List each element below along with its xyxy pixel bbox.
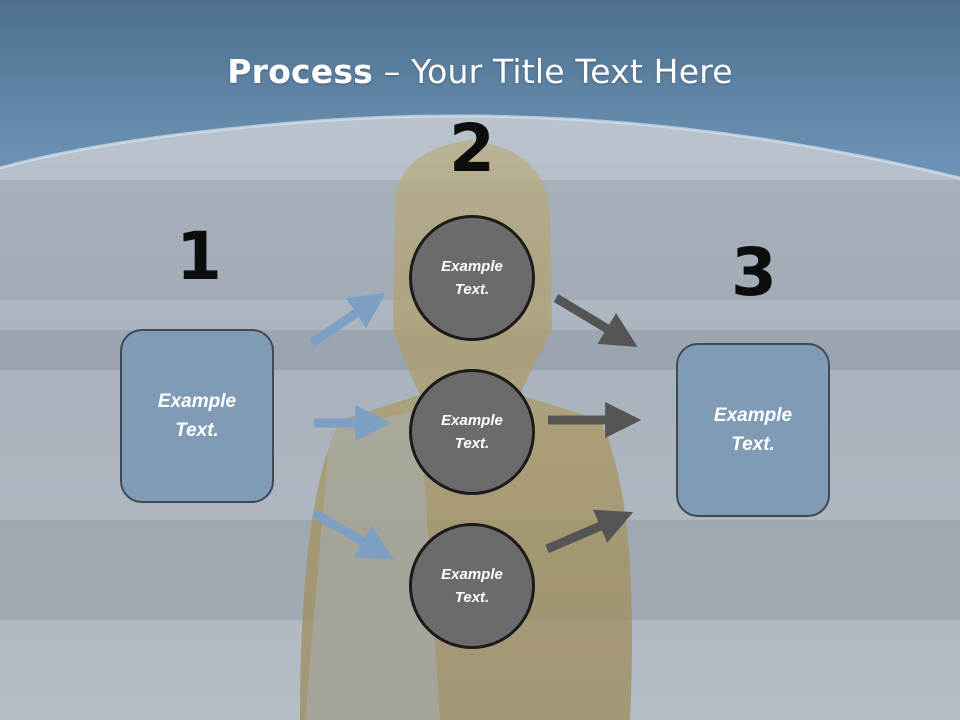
circle-2: Example Text. <box>409 369 535 495</box>
left-box: Example Text. <box>120 329 274 503</box>
title-rest: – Your Title Text Here <box>373 52 733 91</box>
right-box-line1: Example <box>713 405 793 426</box>
arrow-to-circle-3 <box>311 509 394 560</box>
slide-title: Process – Your Title Text Here <box>0 52 960 91</box>
right-box: Example Text. <box>676 343 830 517</box>
circle-1: Example Text. <box>409 215 535 341</box>
circle-2-line1: Example <box>441 412 503 429</box>
arrow-from-circle-1 <box>553 294 638 347</box>
circle-2-line2: Text. <box>454 435 490 452</box>
step-number-3: 3 <box>731 234 777 311</box>
left-box-line2: Text. <box>175 420 219 441</box>
arrow-to-circle-1 <box>309 292 386 347</box>
step-number-2: 2 <box>449 110 495 187</box>
circle-3-line2: Text. <box>454 589 490 606</box>
step-number-1: 1 <box>176 218 222 295</box>
circle-3-line1: Example <box>441 566 503 583</box>
circle-1-line1: Example <box>441 258 503 275</box>
circle-1-line2: Text. <box>454 281 490 298</box>
right-box-line2: Text. <box>731 434 775 455</box>
circle-3: Example Text. <box>409 523 535 649</box>
arrow-from-circle-3 <box>545 509 634 554</box>
left-box-line1: Example <box>157 391 237 412</box>
title-bold: Process <box>227 52 374 91</box>
